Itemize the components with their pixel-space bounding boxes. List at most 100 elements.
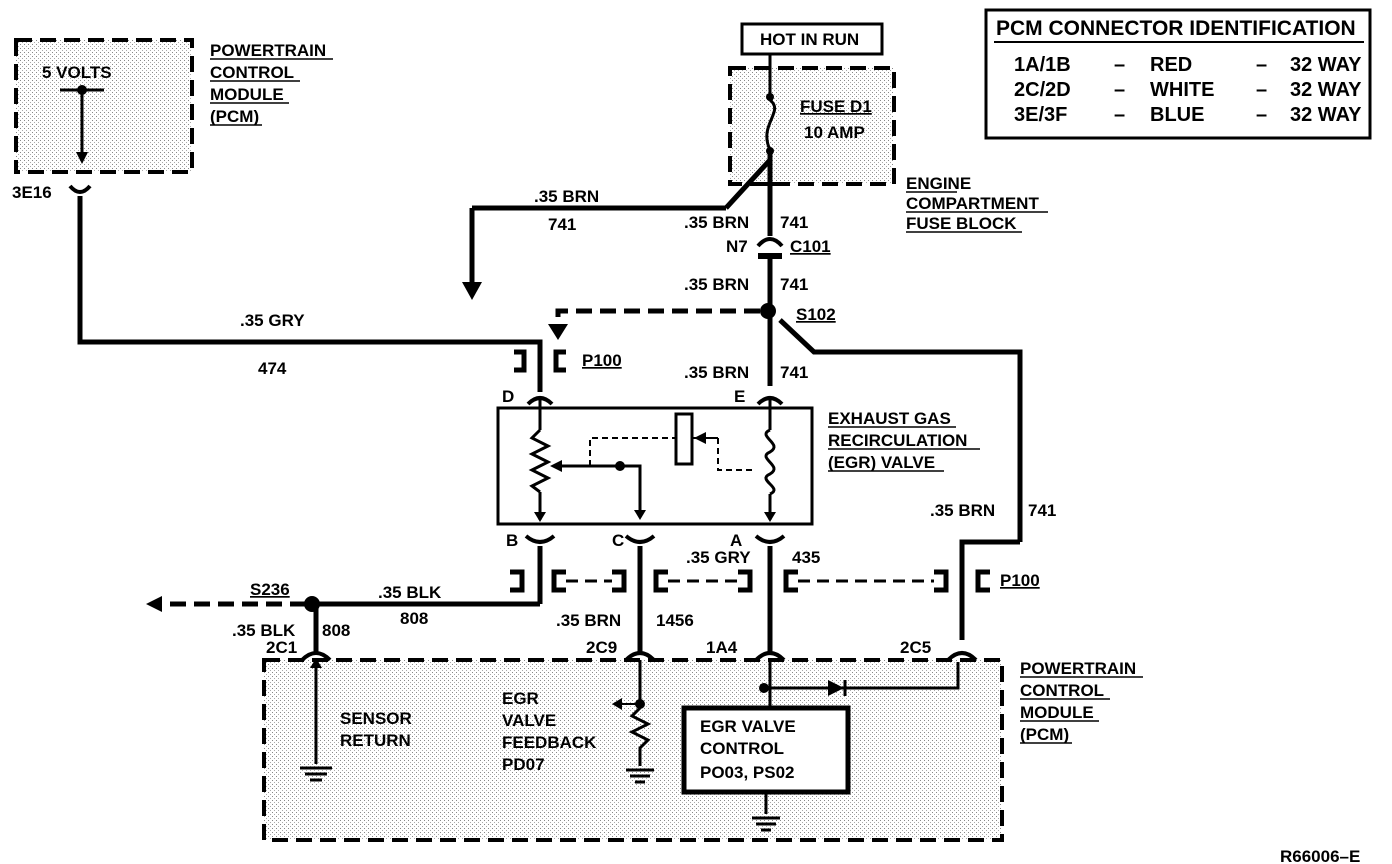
dashed-wire <box>555 308 760 326</box>
arrow-left-icon <box>146 596 162 612</box>
control-label: EGR VALVE <box>700 717 796 736</box>
connector-pin-icon <box>68 184 92 194</box>
p100-label: P100 <box>582 351 622 370</box>
s102-label: S102 <box>796 305 836 324</box>
wire-label: 741 <box>780 213 808 232</box>
pcm-bottom-label: CONTROL <box>1020 681 1104 700</box>
wire-labels-bottom: .35 GRY 435 P100 S236 .35 BLK 808 .35 BL… <box>232 548 1040 640</box>
pcm-bottom-module: 2C1 2C9 1A4 2C5 SENSOR RETURN EGR VALVE … <box>262 638 1143 842</box>
wire-labels-top: .35 BRN 741 .35 BRN 741 N7 C101 .35 BRN … <box>240 187 1056 520</box>
table-cell: BLUE <box>1150 104 1204 126</box>
wire-label: 808 <box>400 609 428 628</box>
pin-3e16: 3E16 <box>12 183 52 202</box>
pcm-bottom-label: (PCM) <box>1020 725 1069 744</box>
wire-label: .35 BRN <box>684 363 749 382</box>
table-cell: 3E/3F <box>1014 104 1067 126</box>
pcm-top-label: POWERTRAIN <box>210 41 326 60</box>
wire-label: 808 <box>322 621 350 640</box>
fuse-icon <box>765 98 777 151</box>
egr-label: (EGR) VALVE <box>828 453 935 472</box>
arrow-down-icon <box>462 282 482 300</box>
table-cell: – <box>1256 54 1267 76</box>
table-cell: 2C/2D <box>1014 79 1071 101</box>
wires-top <box>77 151 1023 640</box>
wires-bottom <box>313 546 773 652</box>
wire-label: 741 <box>1028 501 1056 520</box>
pin-2c1: 2C1 <box>266 638 297 657</box>
c101-pin-label: N7 <box>726 237 748 256</box>
pcm-bottom-label: MODULE <box>1020 703 1094 722</box>
pcm-connector-id-table: PCM CONNECTOR IDENTIFICATION 1A/1B – RED… <box>984 8 1372 140</box>
pcm-top-label: (PCM) <box>210 107 259 126</box>
potentiometer-icon <box>528 428 552 494</box>
pin-1a4: 1A4 <box>706 638 738 657</box>
table-title: PCM CONNECTOR IDENTIFICATION <box>996 17 1356 40</box>
wire-label: .35 BRN <box>556 611 621 630</box>
s236-label: S236 <box>250 580 290 599</box>
egr-label: EXHAUST GAS <box>828 409 951 428</box>
ground-icon <box>300 766 332 782</box>
resistor-icon <box>628 706 652 766</box>
wire-label: .35 GRY <box>686 548 751 567</box>
fuse-block-label: FUSE BLOCK <box>906 214 1017 233</box>
control-label: CONTROL <box>700 739 784 758</box>
sensor-return-label: SENSOR <box>340 709 412 728</box>
wire-label: 741 <box>780 275 808 294</box>
fuse-name: FUSE D1 <box>800 97 872 116</box>
table-cell: RED <box>1150 54 1192 76</box>
feedback-label: VALVE <box>502 711 556 730</box>
wire-label: .35 BRN <box>684 213 749 232</box>
pcm-top-label: CONTROL <box>210 63 294 82</box>
pcm-bottom-label: POWERTRAIN <box>1020 659 1136 678</box>
solenoid-icon <box>674 412 694 466</box>
coil-icon <box>764 428 776 496</box>
wire-label: .35 BLK <box>378 583 442 602</box>
fuse-rating: 10 AMP <box>804 123 865 142</box>
feedback-label: EGR <box>502 689 539 708</box>
wire-label: 741 <box>780 363 808 382</box>
wire-label: .35 BRN <box>684 275 749 294</box>
splice-s102 <box>760 303 776 319</box>
egr-valve: D E EXHAUST GAS RECIRCULATION (EGR) VALV… <box>496 387 980 550</box>
wire-label: 435 <box>792 548 820 567</box>
control-label: PO03, PS02 <box>700 763 795 782</box>
pin-e-label: E <box>734 387 745 406</box>
table-cell: WHITE <box>1150 79 1214 101</box>
arrow-left-icon <box>612 698 622 710</box>
wire-label: 1456 <box>656 611 694 630</box>
ground-icon <box>626 768 654 784</box>
table-cell: – <box>1114 54 1125 76</box>
wire-label: .35 BRN <box>534 187 599 206</box>
p100-bottom-connector <box>510 569 990 593</box>
table-cell: – <box>1256 79 1267 101</box>
five-volts-label: 5 VOLTS <box>42 63 112 82</box>
table-cell: – <box>1256 104 1267 126</box>
sensor-return-label: RETURN <box>340 731 411 750</box>
table-cell: 32 WAY <box>1290 104 1362 126</box>
pcm-top-module: 5 VOLTS POWERTRAIN CONTROL MODULE (PCM) … <box>12 38 333 202</box>
pin-a-label: A <box>730 531 742 550</box>
fuse-block: HOT IN RUN FUSE D1 10 AMP ENGINE COMPART… <box>728 22 1048 233</box>
pin-2c9: 2C9 <box>586 638 617 657</box>
fuse-block-label: ENGINE <box>906 174 971 193</box>
c101-label: C101 <box>790 237 831 256</box>
table-cell: – <box>1114 79 1125 101</box>
feedback-label: FEEDBACK <box>502 733 597 752</box>
p100-label: P100 <box>1000 571 1040 590</box>
arrow-down-icon <box>548 324 568 340</box>
fuse-block-label: COMPARTMENT <box>906 194 1039 213</box>
arrow-down-icon <box>76 152 88 164</box>
hot-in-run-label: HOT IN RUN <box>760 30 859 49</box>
wire-label: 474 <box>258 359 287 378</box>
ground-icon <box>752 816 780 832</box>
p100-top-connector <box>514 349 566 373</box>
pin-d-label: D <box>502 387 514 406</box>
wire-label: .35 BLK <box>232 621 296 640</box>
pin-b-label: B <box>506 531 518 550</box>
table-cell: 1A/1B <box>1014 54 1071 76</box>
feedback-label: PD07 <box>502 755 545 774</box>
pin-2c5: 2C5 <box>900 638 931 657</box>
pin-c-label: C <box>612 531 624 550</box>
splice-s236 <box>304 596 320 612</box>
